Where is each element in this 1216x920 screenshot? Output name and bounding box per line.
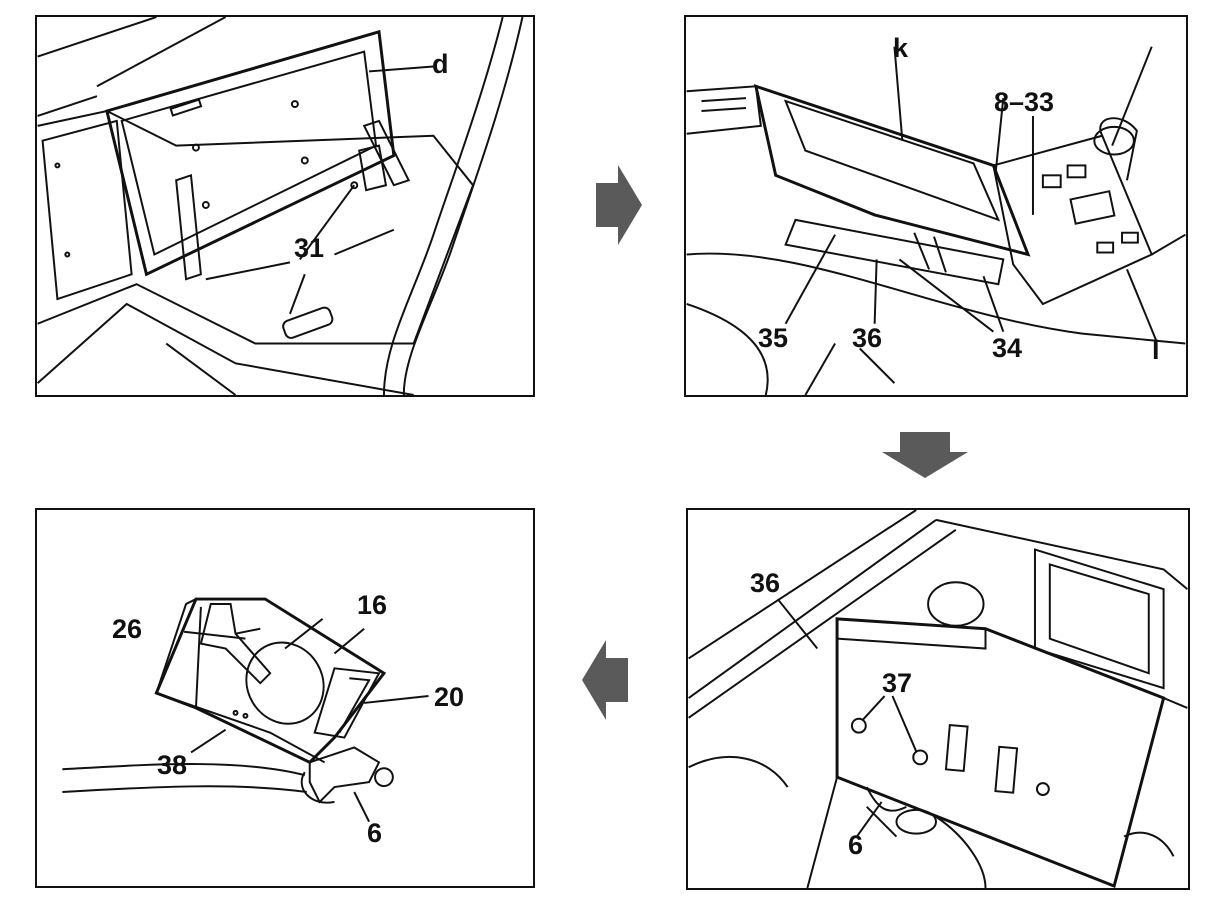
label-6: 6	[367, 818, 383, 848]
label-l: l	[1152, 335, 1160, 365]
label-d: d	[432, 49, 449, 79]
label-35: 35	[758, 323, 789, 353]
step-4-illustration	[62, 597, 429, 823]
arrow-down-icon	[882, 432, 968, 478]
label-37: 37	[882, 668, 913, 698]
arrow-left-icon	[582, 640, 628, 720]
step-1-illustration	[37, 17, 524, 395]
panel-step-4: 16 26 20 38 6	[35, 508, 535, 888]
label-36: 36	[852, 323, 883, 353]
label-16: 16	[357, 590, 388, 620]
arrow-right-icon	[596, 165, 642, 245]
step-3-illustration	[688, 510, 1188, 888]
label-8-33: 8–33	[994, 87, 1055, 117]
label-20: 20	[434, 682, 465, 712]
panel-step-2: k 8–33 35 36 34 l	[684, 15, 1188, 397]
label-26: 26	[112, 614, 143, 644]
step-2-illustration	[686, 46, 1186, 395]
label-38: 38	[157, 750, 188, 780]
label-k: k	[893, 33, 909, 63]
panel-step-3: 36 37 6	[686, 508, 1190, 890]
label-31: 31	[294, 233, 325, 263]
label-6: 6	[848, 830, 864, 860]
label-36: 36	[750, 568, 781, 598]
panel-step-1: d 31	[35, 15, 535, 397]
label-34: 34	[992, 333, 1023, 363]
